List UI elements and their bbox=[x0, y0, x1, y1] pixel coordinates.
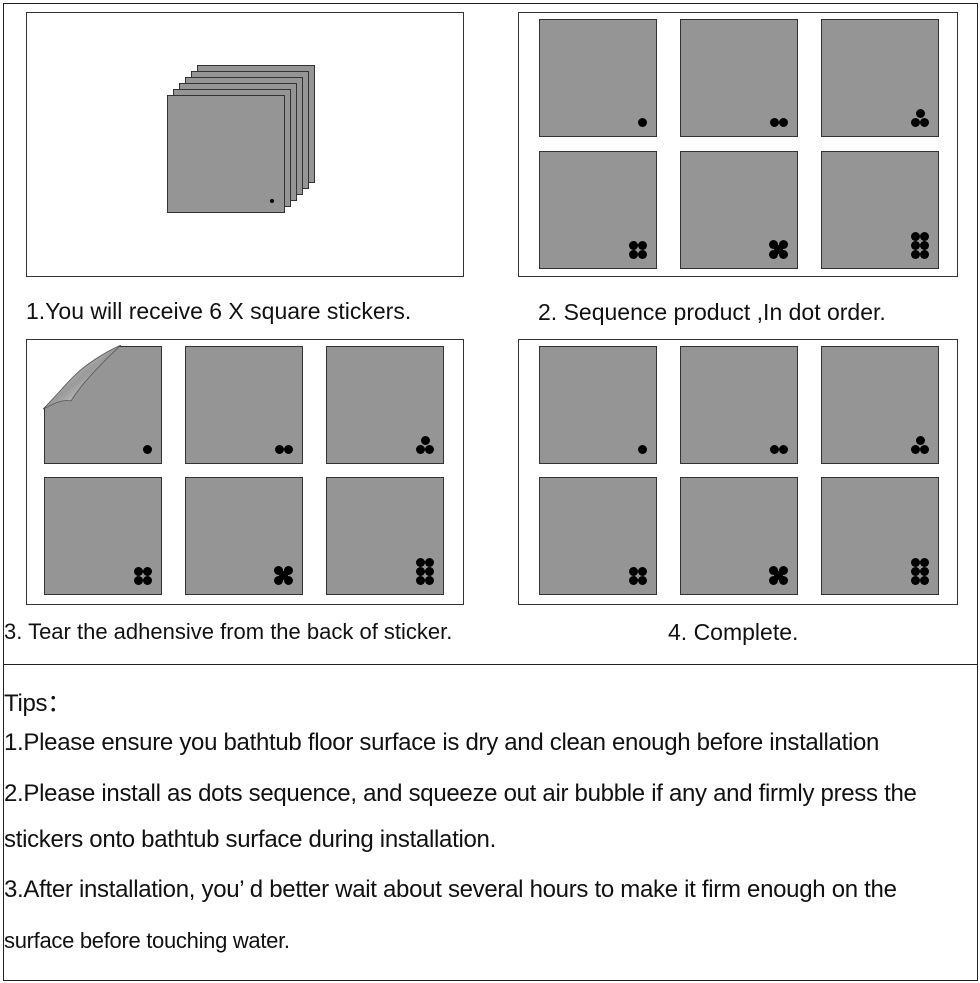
sticker-dot bbox=[279, 571, 288, 580]
sticker-dot bbox=[629, 567, 638, 576]
sticker-dot bbox=[779, 445, 788, 454]
sticker-dot bbox=[284, 445, 293, 454]
caption-step-4: 4. Complete. bbox=[668, 619, 799, 645]
sticker-dot bbox=[274, 576, 283, 585]
sticker-tile-3-dots bbox=[821, 346, 939, 464]
sticker-dot bbox=[920, 118, 929, 127]
sticker-dot bbox=[779, 118, 788, 127]
tips-heading: Tips： bbox=[4, 690, 71, 717]
panel-step-1 bbox=[26, 12, 464, 277]
sticker-dot bbox=[416, 567, 425, 576]
sticker-dot bbox=[911, 567, 920, 576]
sticker-dot bbox=[421, 436, 430, 445]
sticker-tile-6-dots bbox=[821, 151, 939, 269]
tip-line: stickers onto bathtub surface during ins… bbox=[4, 826, 496, 853]
sticker-tile-2-dots bbox=[680, 346, 798, 464]
caption-step-2: 2. Sequence product ,In dot order. bbox=[538, 299, 886, 325]
sticker-dot bbox=[416, 576, 425, 585]
sticker-dot bbox=[425, 558, 434, 567]
sticker-dot bbox=[920, 445, 929, 454]
sticker-dot bbox=[770, 118, 779, 127]
sticker-dot bbox=[920, 241, 929, 250]
sticker-dot bbox=[920, 567, 929, 576]
sticker-dot bbox=[920, 232, 929, 241]
sticker-dot bbox=[911, 232, 920, 241]
sticker-tile-2-dots bbox=[185, 346, 303, 464]
sticker-dot bbox=[916, 436, 925, 445]
sticker-dot bbox=[774, 245, 783, 254]
sticker-tile-3-dots bbox=[326, 346, 444, 464]
sticker-tile-6-dots bbox=[326, 477, 444, 595]
sticker-dot bbox=[629, 576, 638, 585]
sticker-dot bbox=[416, 558, 425, 567]
sticker-dot bbox=[774, 571, 783, 580]
sticker-tile-2-dots bbox=[680, 19, 798, 137]
sticker-dot bbox=[779, 250, 788, 259]
tip-line: surface before touching water. bbox=[4, 928, 290, 953]
sticker-dot bbox=[425, 576, 434, 585]
sticker-dot bbox=[629, 250, 638, 259]
sticker-dot bbox=[270, 199, 274, 203]
sticker-dot bbox=[769, 576, 778, 585]
tips-frame bbox=[3, 664, 978, 981]
sticker-dot bbox=[911, 558, 920, 567]
sticker-tile-1-dots bbox=[43, 345, 162, 464]
sticker-dot bbox=[274, 566, 283, 575]
tip-line: 2.Please install as dots sequence, and s… bbox=[4, 780, 917, 807]
sticker-dot bbox=[920, 558, 929, 567]
caption-step-3: 3. Tear the adhensive from the back of s… bbox=[4, 619, 453, 644]
sticker-dot bbox=[770, 445, 779, 454]
sticker-dot bbox=[911, 250, 920, 259]
sticker-dot bbox=[769, 566, 778, 575]
sticker-dot bbox=[911, 118, 920, 127]
caption-step-1: 1.You will receive 6 X square stickers. bbox=[26, 298, 412, 324]
sticker-dot bbox=[769, 250, 778, 259]
sticker-dot bbox=[769, 240, 778, 249]
sticker-dot bbox=[638, 250, 647, 259]
sticker-dot bbox=[284, 576, 293, 585]
sticker-dot bbox=[911, 445, 920, 454]
sticker-dot bbox=[143, 576, 152, 585]
sticker-tile-5-dots bbox=[185, 477, 303, 595]
sticker-dot bbox=[779, 576, 788, 585]
sticker-dot bbox=[638, 118, 647, 127]
sticker-dot bbox=[779, 240, 788, 249]
sticker-dot bbox=[134, 576, 143, 585]
sticker-dot bbox=[425, 567, 434, 576]
sticker-tile-4-dots bbox=[539, 151, 657, 269]
sticker-tile-5-dots bbox=[680, 151, 798, 269]
sticker-dot bbox=[911, 241, 920, 250]
sticker-tile-5-dots bbox=[680, 477, 798, 595]
sticker-tile-6-dots bbox=[821, 477, 939, 595]
sticker-dot bbox=[143, 445, 152, 454]
sticker-dot bbox=[425, 445, 434, 454]
sticker-dot bbox=[638, 241, 647, 250]
sticker-tile-1-dots bbox=[539, 346, 657, 464]
sticker-dot bbox=[638, 445, 647, 454]
tip-line: 1.Please ensure you bathtub floor surfac… bbox=[4, 729, 880, 756]
sticker-dot bbox=[629, 241, 638, 250]
sticker-dot bbox=[920, 250, 929, 259]
sticker-dot bbox=[416, 445, 425, 454]
sticker-tile-1-dots bbox=[539, 19, 657, 137]
sticker-tile-3-dots bbox=[821, 19, 939, 137]
sticker-dot bbox=[143, 567, 152, 576]
sticker-dot bbox=[638, 576, 647, 585]
sticker-dot bbox=[275, 445, 284, 454]
sticker-dot bbox=[638, 567, 647, 576]
sticker-dot bbox=[284, 566, 293, 575]
peel-corner-icon bbox=[43, 345, 122, 410]
sticker-dot bbox=[916, 109, 925, 118]
sticker-dot bbox=[779, 566, 788, 575]
sticker-tile-4-dots bbox=[539, 477, 657, 595]
sticker-dot bbox=[920, 576, 929, 585]
stacked-sticker bbox=[167, 95, 285, 213]
tip-line: 3.After installation, you’ d better wait… bbox=[4, 876, 897, 903]
sticker-dot bbox=[911, 576, 920, 585]
sticker-dot bbox=[134, 567, 143, 576]
sticker-tile-4-dots bbox=[44, 477, 162, 595]
